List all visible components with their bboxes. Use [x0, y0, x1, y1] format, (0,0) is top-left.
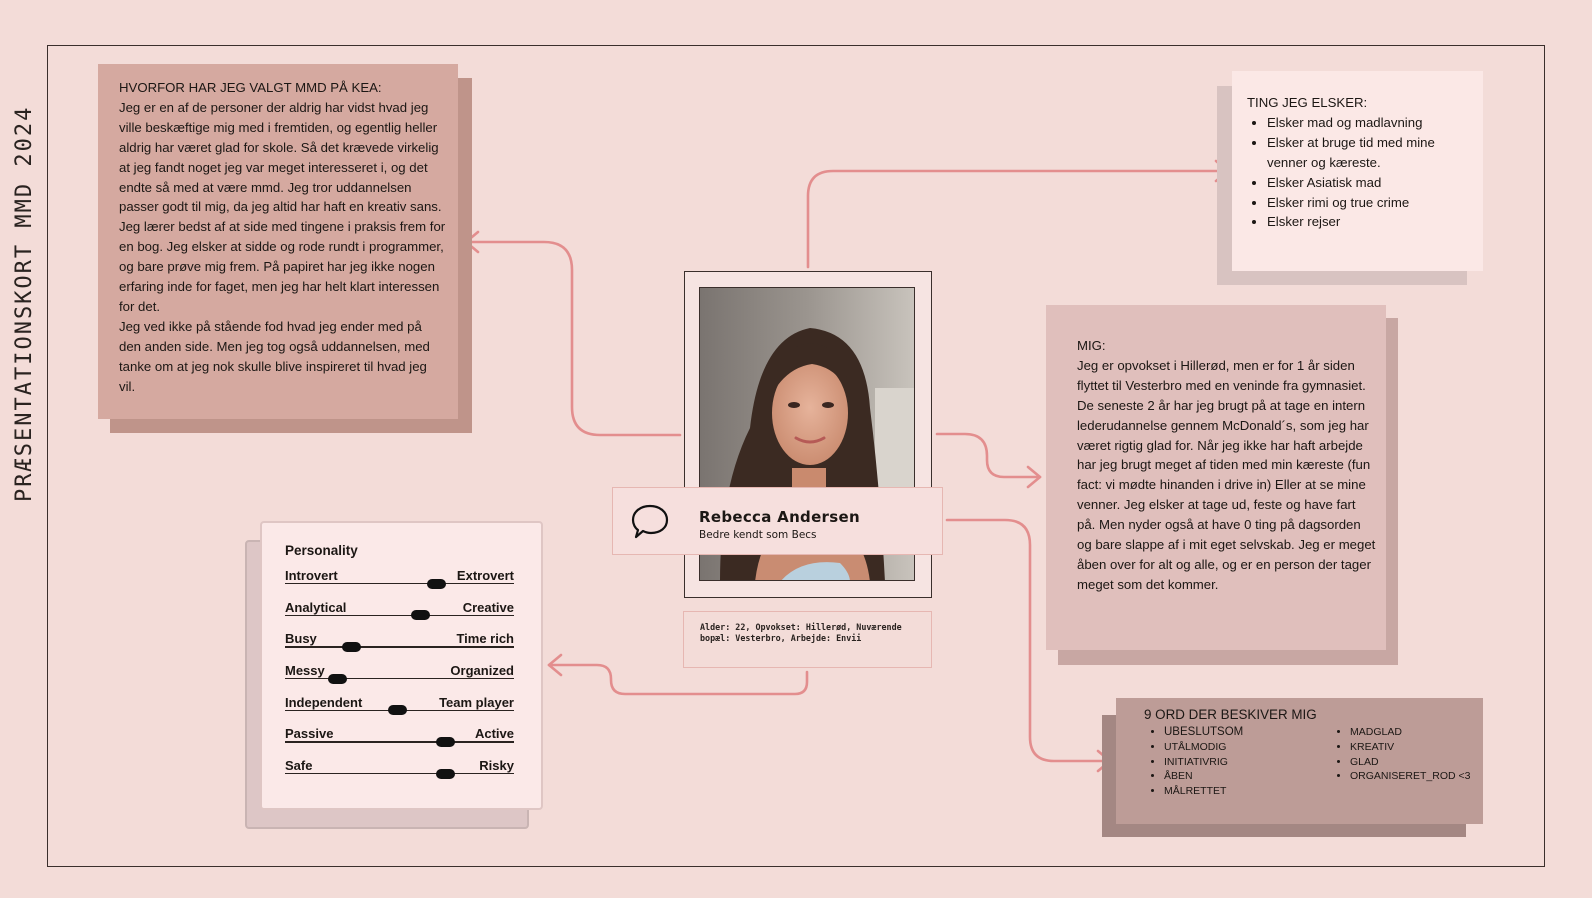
mig-text: Jeg er opvokset i Hillerød, men er for 1…: [1077, 357, 1376, 592]
profile-name: Rebecca Andersen: [699, 508, 860, 526]
list-item: Elsker rejser: [1267, 212, 1473, 232]
personality-slider: Busy Time rich: [285, 629, 514, 661]
slider-right-label: Creative: [462, 599, 514, 615]
personality-slider: Introvert Extrovert: [285, 566, 514, 598]
personality-slider: Independent Team player: [285, 693, 514, 725]
list-item: utålmodig: [1164, 740, 1330, 755]
list-item: Ubeslutsom: [1164, 725, 1330, 740]
list-item: Elsker Asiatisk mad: [1267, 173, 1473, 193]
list-item: Elsker rimi og true crime: [1267, 193, 1473, 213]
kea-paragraph-2: Jeg ved ikke på stående fod hvad jeg end…: [119, 318, 430, 394]
personality-slider: Passive Active: [285, 724, 514, 756]
slider-knob: [410, 610, 430, 621]
slider-left-label: Independent: [285, 694, 363, 710]
slider-track: [285, 583, 514, 585]
slider-track: [285, 678, 514, 680]
kea-paragraph-1: Jeg er en af de personer der aldrig har …: [119, 99, 446, 314]
slider-track: [285, 773, 514, 775]
nine-words-card: 9 ORD DER BESKIVER MIG Ubeslutsom utålmo…: [1116, 698, 1483, 824]
things-i-love-card: TING JEG ELSKER: Elsker mad og madlavnin…: [1232, 71, 1483, 271]
slider-left-label: Busy: [285, 631, 317, 647]
ting-heading: TING JEG ELSKER:: [1247, 95, 1368, 110]
slider-knob: [426, 578, 446, 589]
slider-left-label: Introvert: [285, 568, 338, 583]
mig-heading: MIG:: [1077, 338, 1106, 353]
ting-list: Elsker mad og madlavning Elsker at bruge…: [1247, 113, 1473, 232]
slider-knob: [387, 705, 407, 716]
list-item: madglad: [1350, 725, 1471, 740]
list-item: initiativrig: [1164, 755, 1330, 770]
slider-track: [285, 614, 514, 616]
info-line-2: bopæl: Vesterbro, Arbejde: Envii: [700, 633, 862, 643]
ord-list-col1: Ubeslutsom utålmodig initiativrig åben m…: [1144, 725, 1330, 799]
ord-heading: 9 ORD DER BESKIVER MIG: [1144, 707, 1317, 722]
slider-knob: [328, 673, 348, 684]
slider-left-label: Messy: [285, 663, 325, 679]
slider-knob: [341, 641, 361, 652]
list-item: glad: [1350, 755, 1471, 770]
slider-right-label: Active: [474, 726, 514, 742]
slider-left-label: Safe: [285, 758, 313, 774]
info-line-1: Alder: 22, Opvokset: Hillerød, Nuværende: [700, 622, 902, 632]
page-frame: [47, 45, 1545, 867]
slider-left-label: Passive: [285, 726, 334, 742]
about-me-card: MIG: Jeg er opvokset i Hillerød, men er …: [1046, 305, 1386, 650]
personality-slider: Messy Organized: [285, 661, 514, 693]
slider-left-label: Analytical: [285, 599, 347, 615]
list-item: åben: [1164, 769, 1330, 784]
side-title: PRÆSENTATIONSKORT MMD 2024: [12, 105, 37, 502]
why-kea-card: HVORFOR HAR JEG VALGT MMD PÅ KEA: Jeg er…: [98, 64, 458, 419]
list-item: målrettet: [1164, 784, 1330, 799]
ord-list-col2: madglad kreativ glad organiseret_rod <3: [1330, 725, 1471, 799]
list-item: Elsker at bruge tid med mine venner og k…: [1267, 133, 1473, 173]
slider-right-label: Organized: [450, 663, 514, 679]
speech-bubble-icon: [631, 504, 669, 539]
slider-knob: [435, 768, 455, 779]
personality-title: Personality: [285, 543, 358, 558]
slider-right-label: Time rich: [456, 631, 514, 647]
personality-slider: Safe Risky: [285, 756, 514, 788]
slider-track: [285, 646, 514, 648]
slider-knob: [435, 736, 455, 747]
list-item: Elsker mad og madlavning: [1267, 113, 1473, 133]
personality-slider: Analytical Creative: [285, 598, 514, 630]
name-card: Rebecca Andersen Bedre kendt som Becs: [612, 487, 943, 555]
list-item: organiseret_rod <3: [1350, 769, 1471, 784]
list-item: kreativ: [1350, 740, 1471, 755]
slider-track: [285, 741, 514, 743]
slider-right-label: Extrovert: [456, 568, 514, 583]
profile-nickname: Bedre kendt som Becs: [699, 529, 817, 541]
slider-right-label: Risky: [479, 758, 514, 774]
kea-heading: HVORFOR HAR JEG VALGT MMD PÅ KEA:: [119, 80, 382, 95]
info-card: Alder: 22, Opvokset: Hillerød, Nuværende…: [683, 611, 932, 668]
slider-right-label: Team player: [439, 694, 514, 710]
